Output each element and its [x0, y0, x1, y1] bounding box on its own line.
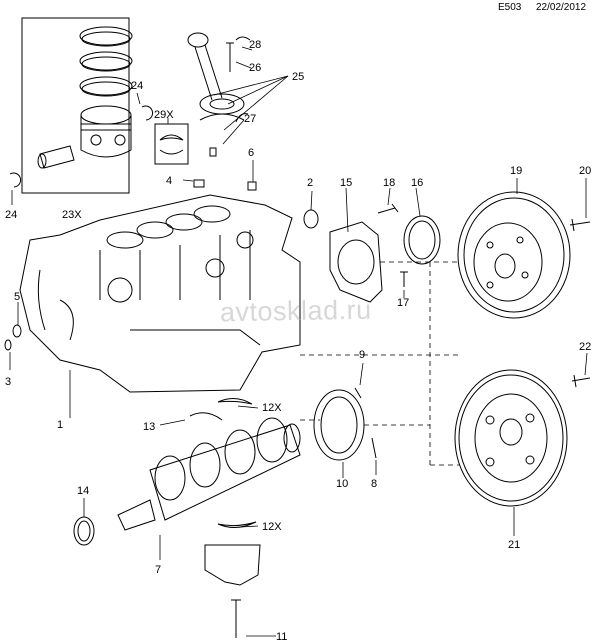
rear-oil-seal — [403, 215, 441, 265]
callout-12x-upper: 12X — [262, 402, 282, 414]
callout-8: 8 — [371, 478, 377, 490]
front-oil-seal — [73, 516, 95, 546]
main-cap-bolt — [231, 599, 241, 638]
callout-13: 13 — [143, 421, 155, 433]
main-bearing-upper — [217, 398, 253, 405]
callouts: 1 2 3 4 5 6 7 8 9 10 11 12X 12X 13 14 15… — [5, 39, 591, 643]
callout-23x: 23X — [62, 209, 82, 221]
crankshaft — [117, 417, 301, 531]
flywheel-bolt — [569, 218, 591, 232]
piston-pin — [37, 145, 75, 169]
rod-bearing-frame — [154, 123, 189, 165]
callout-20: 20 — [579, 165, 591, 177]
connecting-rod — [187, 32, 245, 121]
callout-17: 17 — [397, 297, 409, 309]
piston-ring-oil — [79, 76, 133, 96]
callout-28: 28 — [249, 39, 261, 51]
callout-4: 4 — [166, 175, 172, 187]
callout-10: 10 — [336, 478, 348, 490]
callout-15: 15 — [340, 177, 352, 189]
piston-ring-top — [79, 26, 133, 46]
ring-screw — [354, 387, 362, 399]
piston-ring-middle — [79, 51, 133, 71]
callout-22: 22 — [579, 341, 591, 353]
callout-14: 14 — [77, 485, 89, 497]
callout-11: 11 — [276, 631, 287, 643]
main-bearing-cap — [204, 544, 261, 586]
flexplate — [454, 369, 568, 507]
ring-pin — [371, 437, 377, 459]
callout-25: 25 — [292, 71, 304, 83]
rod-bearing-shell — [159, 134, 184, 141]
callout-5: 5 — [14, 291, 20, 303]
callout-24-left: 24 — [5, 209, 17, 221]
reluctor-ring — [313, 389, 365, 461]
plug-small — [4, 339, 12, 351]
callout-27: 27 — [244, 113, 256, 125]
thrust-washer — [189, 412, 223, 421]
circlip-left — [9, 172, 22, 188]
dowel — [193, 179, 205, 188]
piston-kit-frame — [21, 17, 130, 194]
callout-9: 9 — [359, 349, 365, 361]
callout-24-right: 24 — [131, 80, 143, 92]
rod-bearing-upper — [235, 113, 249, 123]
piston — [80, 105, 132, 158]
rear-seal-housing — [329, 221, 383, 303]
callout-18: 18 — [383, 177, 395, 189]
watermark: avtosklad.ru — [219, 294, 372, 328]
callout-6: 6 — [248, 147, 254, 159]
seal-ring — [12, 324, 22, 338]
callout-2: 2 — [307, 177, 313, 189]
diagram-code: E503 — [498, 2, 522, 13]
engine-block — [19, 194, 301, 393]
callout-1: 1 — [57, 419, 63, 431]
callout-3: 3 — [5, 376, 11, 388]
housing-screw — [377, 203, 399, 214]
plug-bolt — [247, 181, 257, 191]
callout-19: 19 — [510, 165, 522, 177]
callout-21: 21 — [508, 539, 520, 551]
diagram-date: 22/02/2012 — [536, 2, 587, 13]
alignment-lines — [300, 261, 460, 466]
callout-26: 26 — [249, 62, 261, 74]
main-bearing-lower — [217, 521, 257, 528]
leader-lines — [9, 46, 588, 637]
callout-29x: 29X — [154, 109, 174, 121]
callout-12x-lower: 12X — [262, 521, 282, 533]
flexplate-bolt — [571, 374, 591, 388]
housing-screw-lower — [400, 271, 408, 287]
callout-7: 7 — [155, 564, 161, 576]
circlip-right — [141, 105, 154, 121]
rod-nut — [209, 147, 217, 157]
core-plug — [303, 209, 319, 229]
rod-bolt — [226, 42, 234, 72]
dual-mass-flywheel — [457, 191, 571, 319]
callout-16: 16 — [411, 177, 423, 189]
